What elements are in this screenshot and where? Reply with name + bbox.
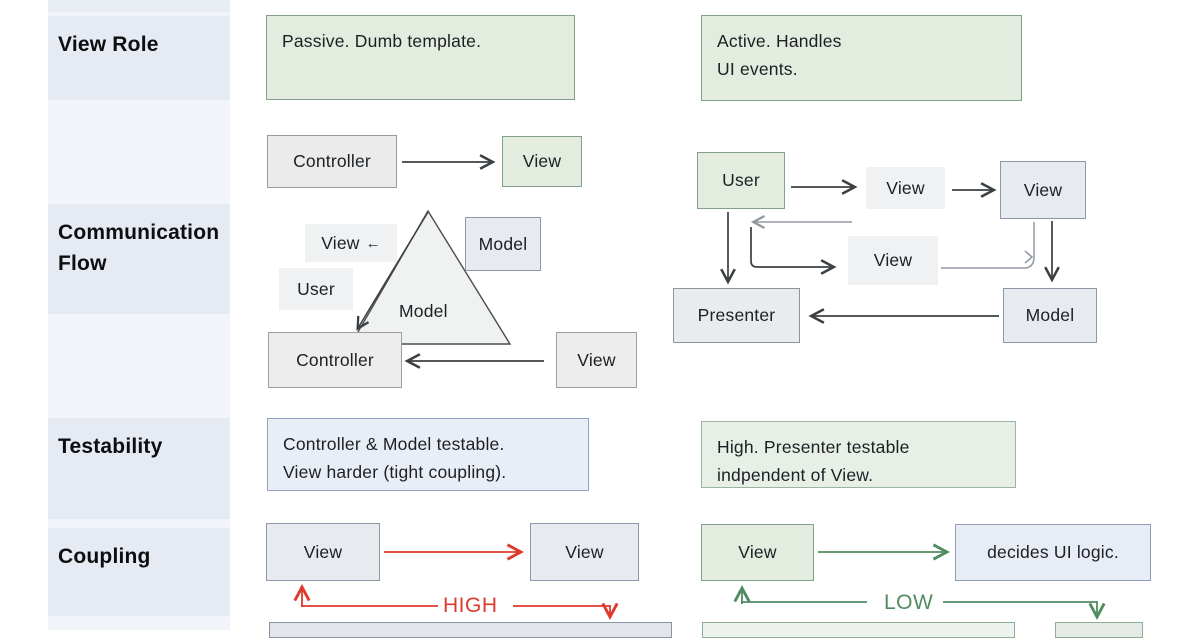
sidebar-column — [48, 0, 230, 630]
mvc-view-label-text: View — [321, 232, 360, 253]
row-label-coupling: Coupling — [58, 545, 151, 568]
mvp-testability-note: High. Presenter testable indpendent of V… — [701, 421, 1016, 488]
mvp-midview-to-view-connector — [941, 222, 1035, 269]
left-arrow-icon: ← — [365, 234, 381, 252]
mvc-coupling-view-from: View — [266, 523, 380, 581]
mvp-user-to-midview-arrow — [750, 227, 837, 275]
mvp-partial-box-bottom-right — [1055, 622, 1143, 638]
row-label-communication-flow: Communication Flow — [58, 221, 220, 275]
row-label-view-role: View Role — [58, 33, 159, 56]
mvc-coupling-view-to: View — [530, 523, 639, 581]
sidebar-cell-testability — [48, 418, 230, 519]
mvc-view-role-note: Passive. Dumb template. — [266, 15, 575, 100]
mvc-user-label: User — [279, 268, 353, 310]
sidebar-cell-coupling — [48, 528, 230, 616]
mvp-presenter-box: Presenter — [673, 288, 800, 343]
mvc-controller-box-top: Controller — [267, 135, 397, 188]
mvc-triangle-model-text: Model — [399, 301, 448, 321]
mvp-coupling-level: LOW — [884, 591, 934, 614]
mvp-coupling-decides-box: decides UI logic. — [955, 524, 1151, 581]
mvp-model-box: Model — [1003, 288, 1097, 343]
mvp-view-role-note: Active. Handles UI events. — [701, 15, 1022, 101]
mvp-partial-box-bottom-left — [702, 622, 1015, 638]
mvc-view-box-bottom: View — [556, 332, 637, 388]
mvc-view-box-top: View — [502, 136, 582, 187]
mvp-view-box-top: View — [1000, 161, 1086, 219]
sidebar-partial-cell-top — [48, 0, 230, 12]
mvc-partial-box-bottom — [269, 622, 672, 638]
row-label-testability: Testability — [58, 435, 163, 458]
mvc-controller-box-bottom: Controller — [268, 332, 402, 388]
mvc-coupling-level: HIGH — [443, 594, 498, 617]
mvp-coupling-view: View — [701, 524, 814, 581]
sidebar-cell-view-role — [48, 16, 230, 100]
mvp-connector-arrowhead — [1024, 250, 1034, 264]
sidebar-cell-communication-flow — [48, 204, 230, 314]
mvc-testability-note: Controller & Model testable. View harder… — [267, 418, 589, 491]
mvc-view-label: View ← — [305, 224, 397, 262]
mvp-view-label-top: View — [866, 167, 945, 209]
mvp-view-label-mid: View — [848, 236, 938, 285]
mvp-user-box: User — [697, 152, 785, 209]
mvc-model-box: Model — [465, 217, 541, 271]
